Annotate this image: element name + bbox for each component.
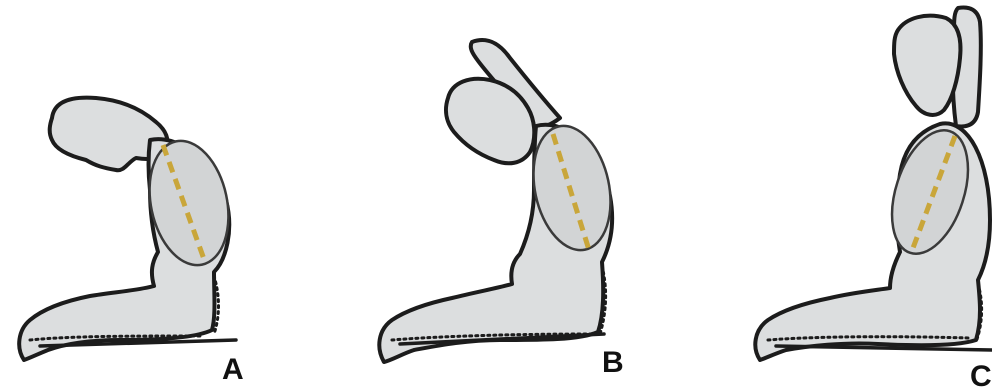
- panel-a-label: A: [222, 353, 244, 386]
- panel-b-label: B: [602, 346, 624, 379]
- panel-a: A: [19, 98, 243, 386]
- panel-c-head: [894, 16, 960, 115]
- panel-c-label: C: [970, 360, 992, 389]
- panel-c-ground: [776, 346, 992, 350]
- panel-b: B: [379, 40, 623, 379]
- panel-c: C: [755, 8, 992, 389]
